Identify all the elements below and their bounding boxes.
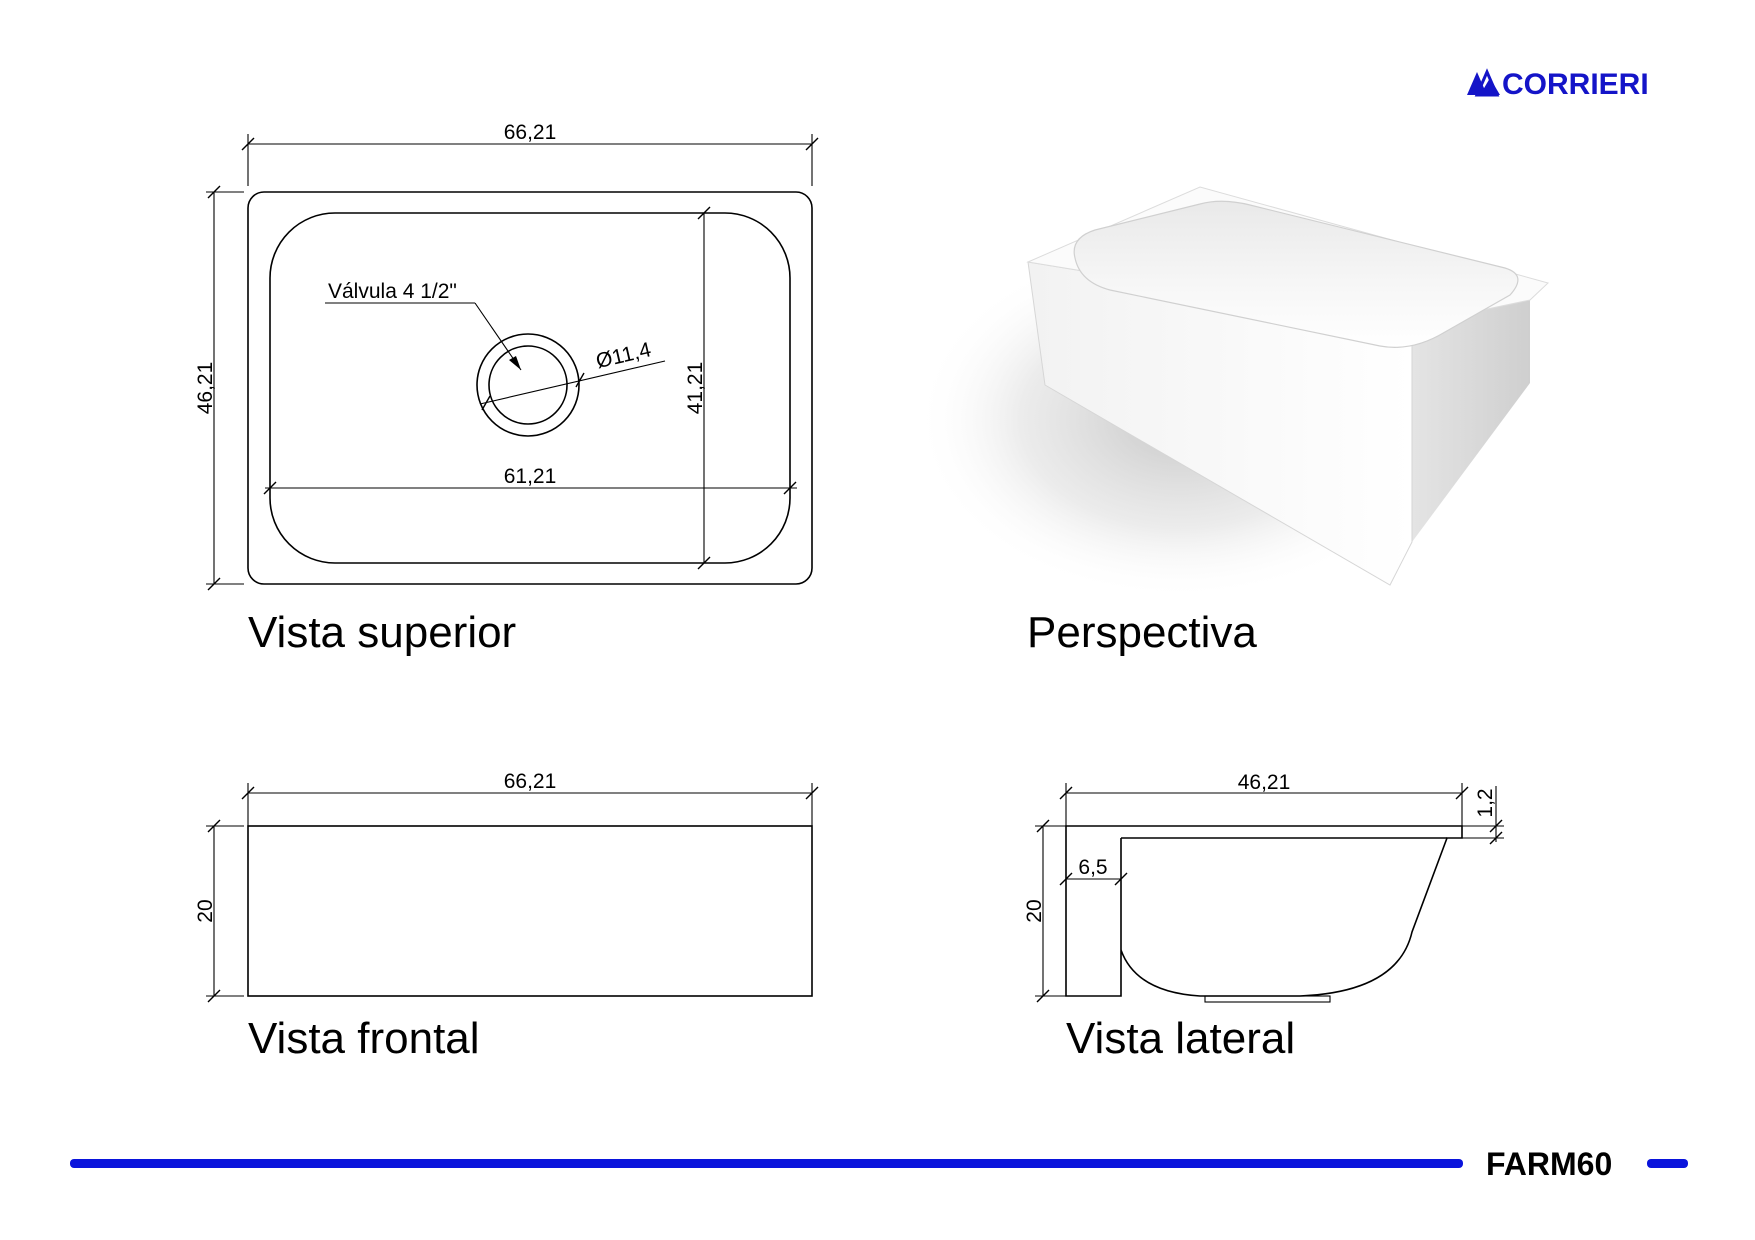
valve-outer-ring xyxy=(476,333,580,437)
top-inner-width-label: 61,21 xyxy=(504,465,557,488)
side-view: 46,21 1,2 20 6,5 Vista lateral xyxy=(1023,771,1504,1063)
top-outer-depth-label: 46,21 xyxy=(194,362,217,415)
side-rim-label: 1,2 xyxy=(1474,788,1497,817)
sink-outer-rim xyxy=(247,191,813,585)
sink-basin-opening xyxy=(1073,200,1519,348)
brand-name: CORRIERI xyxy=(1502,68,1649,101)
footer: FARM60 xyxy=(70,1146,1688,1182)
front-view: 66,21 20 Vista frontal xyxy=(194,770,819,1063)
side-profile xyxy=(1065,825,1463,997)
perspective-title: Perspectiva xyxy=(1027,608,1257,657)
side-front-wall-label: 6,5 xyxy=(1078,856,1107,879)
footer-bar-right xyxy=(1647,1159,1688,1168)
front-outline xyxy=(247,825,813,997)
valve-inner-ring xyxy=(488,345,568,425)
top-inner-depth-label: 41,21 xyxy=(684,362,707,415)
triangle-mark-icon xyxy=(1467,68,1500,97)
front-height-label: 20 xyxy=(194,899,217,922)
sink-inner-basin xyxy=(269,212,791,564)
top-view: 66,21 46,21 41,21 61,21 Ø11,4 Válv xyxy=(194,121,819,657)
model-code: FARM60 xyxy=(1486,1146,1612,1182)
front-view-title: Vista frontal xyxy=(248,1014,480,1063)
valve-diameter-label: Ø11,4 xyxy=(594,338,654,373)
side-drain-flange xyxy=(1204,995,1331,1003)
sink-side-face xyxy=(1412,280,1530,542)
valve-label: Válvula 4 1/2" xyxy=(328,280,457,303)
front-width-label: 66,21 xyxy=(504,770,557,793)
side-height-label: 20 xyxy=(1023,899,1046,922)
top-view-title: Vista superior xyxy=(248,608,516,657)
side-depth-label: 46,21 xyxy=(1238,771,1291,794)
side-view-title: Vista lateral xyxy=(1066,1014,1295,1063)
brand-logo: CORRIERI xyxy=(1467,68,1649,101)
perspective-view: Perspectiva xyxy=(915,186,1549,657)
top-outer-width-label: 66,21 xyxy=(504,121,557,144)
footer-bar-left xyxy=(70,1159,1463,1168)
